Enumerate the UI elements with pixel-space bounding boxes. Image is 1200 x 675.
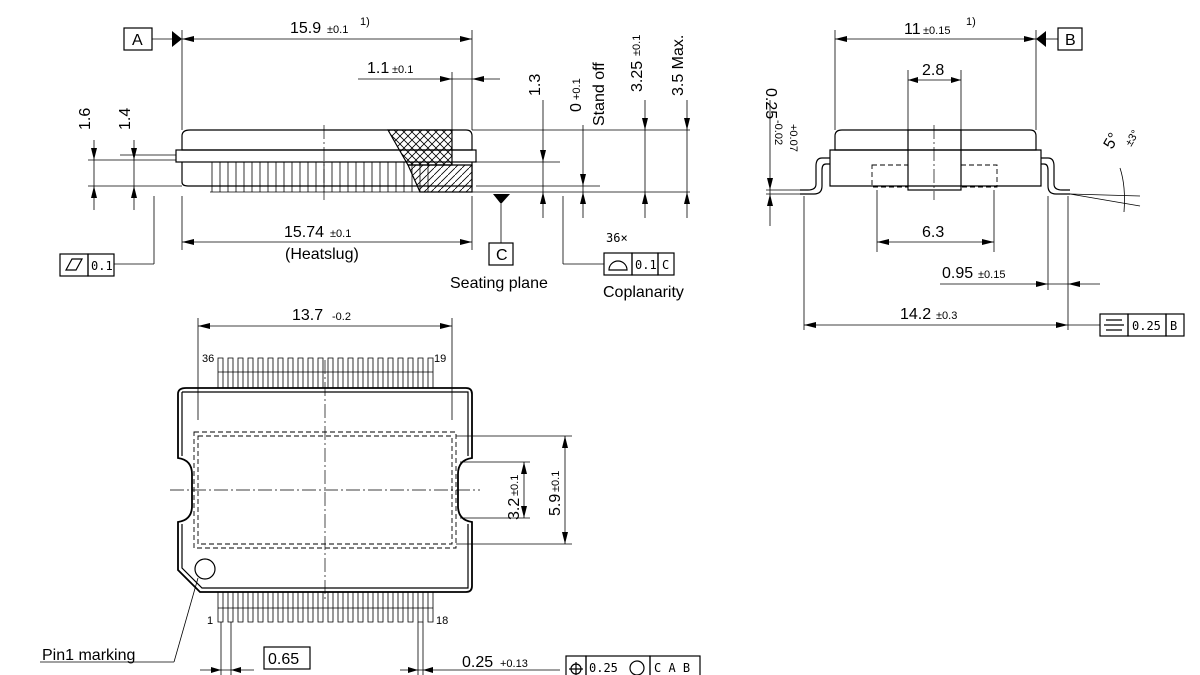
span-tol: ±0.3 <box>936 310 957 322</box>
flatness-value-cell <box>87 253 115 277</box>
coplanarity-value: 0.1 <box>635 258 657 272</box>
foot-length-value: 0.95 <box>942 265 973 282</box>
bottom-body-outline <box>177 387 473 593</box>
side-body-flange <box>175 149 477 163</box>
side-body-outline <box>181 129 473 151</box>
flatness-symbol-cell <box>59 253 89 277</box>
standoff-label: Stand off <box>591 62 608 126</box>
datum-a-label: A <box>132 32 143 49</box>
heatslug-label: (Heatslug) <box>285 246 359 263</box>
slug-w2-value: 5.9 <box>547 494 564 516</box>
end-view: 11 ±0.15 1) B 2.8 0.25 +0.07 -0.02 <box>762 16 1185 337</box>
dim-1-3: 1.3 <box>527 74 544 96</box>
lead-width-value: 0.25 <box>462 654 493 671</box>
side-view: A 15.9 ±0.1 1) 1.1 ±0.1 <box>59 16 690 301</box>
heatslug-length-tol: ±0.1 <box>330 228 351 240</box>
pin1-marking-label: Pin1 marking <box>42 647 135 664</box>
datum-b-box <box>1057 27 1083 51</box>
pin-1-label: 1 <box>207 615 213 627</box>
lead-thickness-tol-plus: +0.07 <box>787 124 799 152</box>
flatness-value: 0.1 <box>91 259 113 273</box>
datum-c-box <box>488 242 514 266</box>
datum-a-triangle <box>172 31 182 47</box>
dim-1-6: 1.6 <box>77 108 94 130</box>
side-leads <box>210 162 432 193</box>
body-height-tol: ±0.1 <box>631 35 643 56</box>
foot-length-tol: ±0.15 <box>978 269 1005 281</box>
lead-width-tol: +0.13 <box>500 658 528 670</box>
pin-36-label: 36 <box>202 353 214 365</box>
slug-w1-value: 3.2 <box>506 498 523 520</box>
overall-length-tol: ±0.1 <box>327 24 348 36</box>
symmetry-ref: B <box>1170 319 1177 333</box>
left-gull-lead <box>800 157 830 195</box>
body-width-note: 1) <box>966 16 976 28</box>
slug-w1-tol: ±0.1 <box>509 475 521 496</box>
max-height-value: 3.5 Max. <box>670 35 687 96</box>
angle-value: 5° <box>1101 130 1123 152</box>
pin1-marker <box>194 558 216 580</box>
slug-top-length-value: 13.7 <box>292 307 323 324</box>
pin-19-label: 19 <box>434 353 446 365</box>
coplanarity-label: Coplanarity <box>603 284 684 301</box>
coplanarity-count: 36× <box>606 231 628 245</box>
standoff-tol: +0.1 <box>571 78 583 100</box>
pitch-value: 0.65 <box>268 651 299 668</box>
datum-b-label: B <box>1065 32 1076 49</box>
pitch-basic-box <box>263 646 311 670</box>
standoff-value: 0 <box>568 103 585 112</box>
mmc-icon <box>629 660 645 675</box>
overall-length-note: 1) <box>360 16 370 28</box>
coplanarity-ref-cell <box>657 252 675 276</box>
lead-thickness-value: 0.25 <box>762 88 779 119</box>
lead-offset-value: 1.1 <box>367 60 389 77</box>
symmetry-icon <box>1104 319 1124 331</box>
bottom-pin-row <box>217 591 434 623</box>
section-hatch-top <box>386 129 453 166</box>
end-heatslug <box>907 129 962 191</box>
dim-6-3: 6.3 <box>922 224 944 241</box>
heatslug-length-value: 15.74 <box>284 224 324 241</box>
slug-w2-tol: ±0.1 <box>550 471 562 492</box>
span-value: 14.2 <box>900 306 931 323</box>
lead-offset-tol: ±0.1 <box>392 64 413 76</box>
datum-c-label: C <box>496 247 508 264</box>
body-width-tol: ±0.15 <box>923 25 950 37</box>
position-value: 0.25 <box>589 661 618 675</box>
end-body-outline <box>834 129 1037 151</box>
angle-tol: ±3° <box>1123 128 1142 148</box>
pin-18-label: 18 <box>436 615 448 627</box>
flatness-icon <box>64 258 84 271</box>
body-height-value: 3.25 <box>629 61 646 92</box>
bottom-view: 13.7 -0.2 36 19 1 18 3.2 <box>40 307 701 675</box>
lead-thickness-tol-minus: -0.02 <box>772 120 784 145</box>
seating-plane-triangle <box>493 194 510 204</box>
right-gull-lead <box>1041 157 1070 195</box>
position-refs-cell <box>649 655 701 675</box>
body-width-value: 11 <box>904 21 921 38</box>
profile-surface-icon <box>608 260 628 271</box>
top-pin-row <box>217 357 434 389</box>
coplanarity-symbol-cell <box>603 252 633 276</box>
section-hatch-bottom <box>407 164 473 193</box>
dim-1-4: 1.4 <box>117 108 134 130</box>
dim-2-8: 2.8 <box>922 62 944 79</box>
symmetry-ref-cell <box>1165 313 1185 337</box>
symmetry-value: 0.25 <box>1132 319 1161 333</box>
datum-b-triangle <box>1036 31 1046 47</box>
overall-length-value: 15.9 <box>290 20 321 37</box>
coplanarity-ref: C <box>662 258 669 272</box>
seating-plane-label: Seating plane <box>450 275 548 292</box>
position-refs: C A B <box>654 661 690 675</box>
slug-top-length-tol: -0.2 <box>332 311 351 323</box>
